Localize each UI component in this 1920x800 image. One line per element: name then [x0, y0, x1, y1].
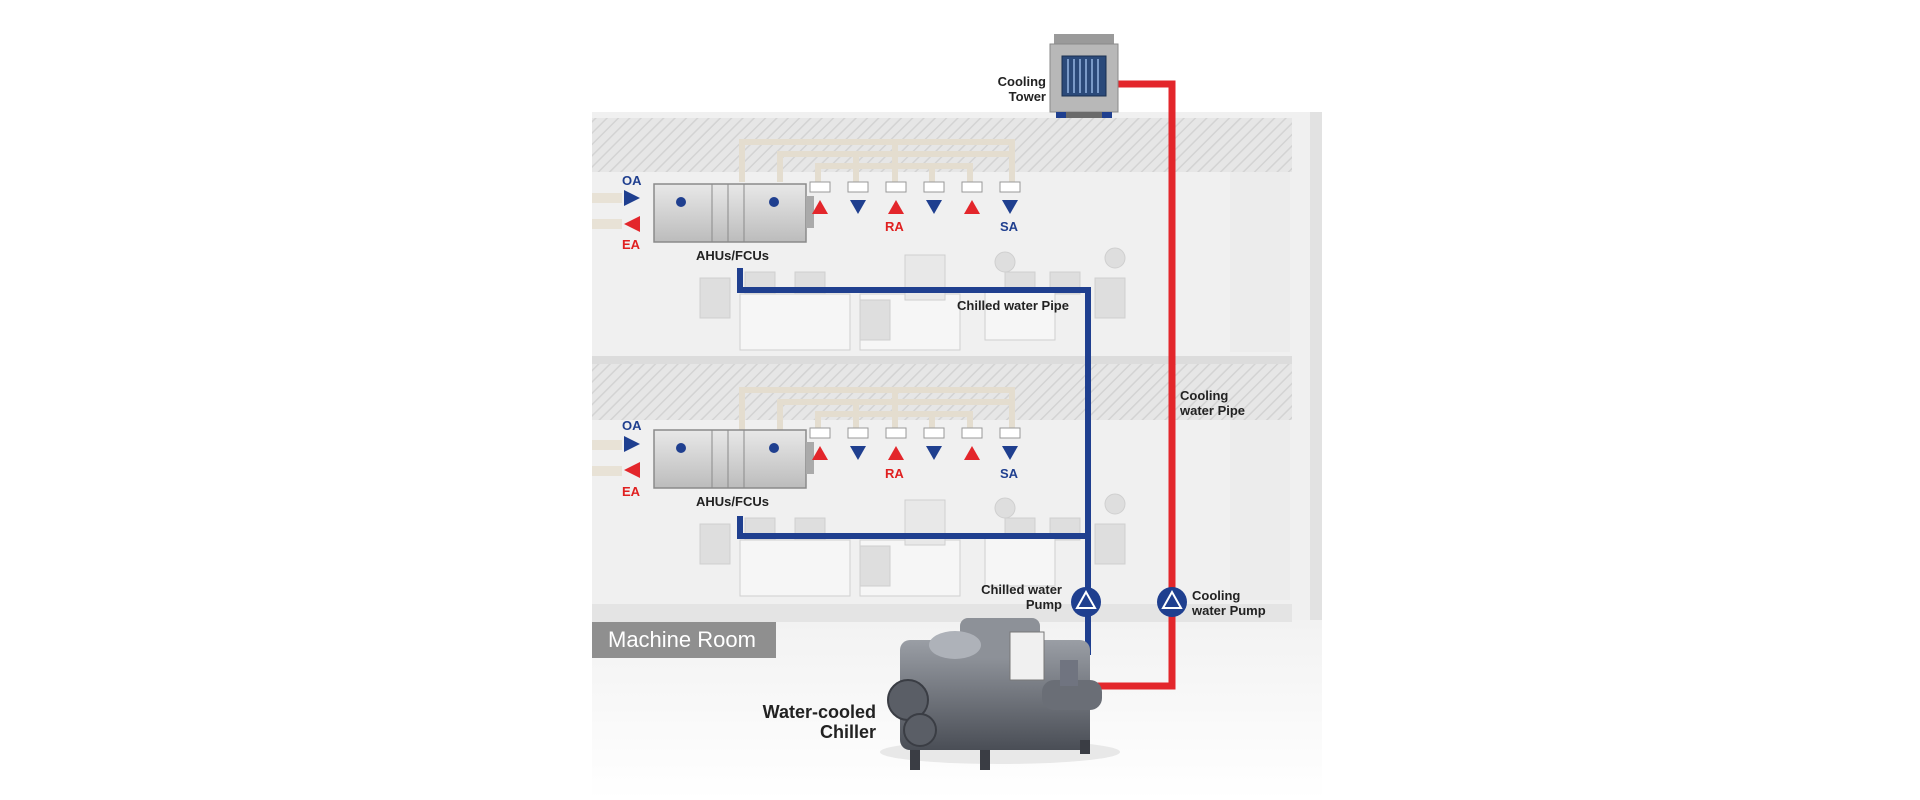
cooling-tower-label-line1: Cooling: [997, 74, 1046, 89]
cooling-water-pipe-label-line1: Cooling: [1180, 388, 1229, 403]
oa-arrow-icon: [624, 190, 640, 206]
cooling-water-pump: [1157, 587, 1187, 617]
cooling-water-pipe: [1076, 80, 1176, 690]
cooling-tower-label-line2: Tower: [1008, 89, 1046, 104]
sa-label-upper: SA: [1000, 219, 1019, 234]
chilled-water-pump-label: Chilled water Pump: [966, 582, 1062, 612]
airflow-arrows-lower: [624, 436, 1018, 478]
pump-icon: [1075, 589, 1097, 609]
diffusers-upper: [809, 181, 1021, 193]
ahu-label-upper: AHUs/FCUs: [696, 248, 769, 263]
chiller-label-line2: Chiller: [819, 722, 876, 742]
ea-arrow-icon: [624, 216, 640, 232]
ea-label-lower: EA: [622, 484, 641, 499]
supply-arrow-icon: [1002, 446, 1018, 460]
chilled-water-pump-label-line1: Chilled water: [981, 582, 1062, 597]
cooling-water-pump-label-line2: water Pump: [1192, 603, 1266, 618]
duct-network-upper: [739, 139, 1015, 182]
cooling-tower: [1049, 34, 1119, 118]
oa-label-upper: OA: [622, 173, 642, 188]
pump-icon: [1161, 589, 1183, 609]
machine-room-label: Machine Room: [592, 622, 776, 658]
cooling-tower-label: Cooling Tower: [996, 74, 1046, 104]
return-arrow-icon: [888, 446, 904, 460]
oa-ducts: [592, 193, 622, 476]
supply-arrow-icon: [926, 446, 942, 460]
cooling-water-pipe-label-line2: water Pipe: [1180, 403, 1246, 418]
ahu-label-lower: AHUs/FCUs: [696, 494, 769, 509]
return-arrow-icon: [964, 446, 980, 460]
diffusers-lower: [809, 427, 1021, 439]
cooling-water-pump-label: Cooling water Pump: [1192, 588, 1266, 618]
supply-arrow-icon: [850, 200, 866, 214]
airflow-arrows-upper: [624, 190, 1018, 232]
ra-label-upper: RA: [885, 219, 904, 234]
ahu-unit-lower: [653, 429, 814, 489]
ea-arrow-icon: [624, 462, 640, 478]
chilled-water-pump-label-line2: Pump: [1025, 597, 1062, 612]
ahu-unit-upper: [653, 183, 814, 243]
return-arrow-icon: [888, 200, 904, 214]
chiller-label: Water-cooled Chiller: [740, 702, 876, 742]
chiller-label-line1: Water-cooled: [762, 702, 876, 722]
ra-label-lower: RA: [885, 466, 904, 481]
chilled-water-pipe-label: Chilled water Pipe: [957, 298, 1069, 313]
return-arrow-icon: [812, 446, 828, 460]
ea-label-upper: EA: [622, 237, 641, 252]
cooling-water-pump-label-line1: Cooling: [1192, 588, 1241, 603]
supply-arrow-icon: [926, 200, 942, 214]
return-arrow-icon: [812, 200, 828, 214]
supply-arrow-icon: [850, 446, 866, 460]
cooling-water-pipe-label: Cooling water Pipe: [1180, 388, 1245, 418]
return-arrow-icon: [964, 200, 980, 214]
duct-network-lower: [739, 387, 1015, 430]
oa-label-lower: OA: [622, 418, 642, 433]
chilled-water-pump: [1071, 587, 1101, 617]
oa-arrow-icon: [624, 436, 640, 452]
water-cooled-chiller: [880, 618, 1120, 770]
sa-label-lower: SA: [1000, 466, 1019, 481]
supply-arrow-icon: [1002, 200, 1018, 214]
